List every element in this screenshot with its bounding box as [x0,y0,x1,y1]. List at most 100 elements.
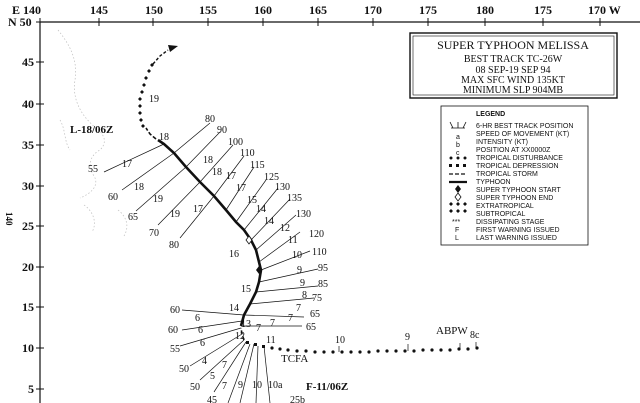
first-warning-symbol: F [455,227,459,234]
speed-label: 9 [238,380,243,391]
day-label: 13 [241,319,251,330]
lon-label: 170 [364,3,382,17]
super-typhoon-end-marker [245,235,253,245]
depression-symbol-icon [449,164,466,167]
speed-label: 10 [252,380,262,391]
track-arrow-icon [168,45,178,52]
legend-item: SUBTROPICAL [476,211,526,218]
left-edge-text: 140 [4,212,14,226]
speed-label: 50 [190,382,200,393]
speed-label: 60 [168,325,178,336]
speed-label: 60 [108,192,118,203]
lat-label: 15 [22,300,34,314]
box-line: MAX SFC WIND 135KT [461,75,565,86]
speed-label: 5 [210,371,215,382]
track-arrow-line [152,49,169,65]
box-line: 08 SEP-19 SEP 94 [476,65,551,76]
day-label: 19 [149,94,159,105]
legend-heading: LEGEND [476,111,505,118]
day-label: 8c [470,330,480,341]
weakening-segment [145,127,157,140]
day-label: 11 [266,335,276,346]
lat-label: 35 [22,138,34,152]
intensity-label: 125 [264,172,279,183]
lon-label: 170 W [588,3,621,17]
legend-item: SUPER TYPHOON END [476,195,553,202]
legend-item: FIRST WARNING ISSUED [476,227,560,234]
day-label: 10 [335,335,345,346]
subtropical-symbol-icon [449,209,467,213]
intensity-label: 135 [287,193,302,204]
intensity-label: 115 [250,160,265,171]
lon-label: 175 [534,3,552,17]
tcfa-label: TCFA [281,353,308,365]
intensity-label: 95 [318,263,328,274]
intensity-label: 65 [310,309,320,320]
longitude-axis: E 140 145 150 155 160 165 170 175 180 17… [12,3,621,26]
lat-label: 40 [22,97,34,111]
super-typhoon-end-icon [454,192,462,202]
storm-track [103,45,479,403]
lat-label: N 50 [8,15,32,29]
legend-item: POSITION AT XX0000Z [476,147,551,154]
day-label: 9 [405,332,410,343]
lon-label: 165 [309,3,327,17]
last-warning-symbol: L [455,235,459,242]
lat-label: 45 [22,55,34,69]
legend-item: DISSIPATING STAGE [476,219,545,226]
intensity-label: 18 [203,155,213,166]
intensity-label: 7 [288,313,293,324]
day-label: 17 [193,204,203,215]
intensity-label: 15 [247,195,257,206]
intensity-label: 7 [256,323,261,334]
intensity-label: 17 [236,183,246,194]
lat-label: 25 [22,219,34,233]
speed-ticks [103,143,271,403]
intensity-label: 8 [302,290,307,301]
intensity-label: 75 [312,293,322,304]
speed-label: 55 [88,164,98,175]
intensity-label: 85 [318,279,328,290]
intensity-label: 80 [205,114,215,125]
legend: LEGEND a b c *** F L [440,105,589,246]
legend-item: TYPHOON [476,179,511,186]
legend-item: SPEED OF MOVEMENT (KT) [476,131,569,138]
disturbance-symbol-icon [449,156,467,160]
title-box: SUPER TYPHOON MELISSA BEST TRACK TC-26W … [409,32,618,99]
disturbance-ticks [338,342,477,352]
intensity-label: 100 [228,137,243,148]
best-track-symbol-icon [449,121,467,129]
speed-label: 70 [149,228,159,239]
depression-track [246,341,265,348]
speed-label: 6 [198,325,203,336]
intensity-label: 7 [270,318,275,329]
speed-label: 60 [170,305,180,316]
lon-label: E 140 [12,3,41,17]
intensity-label: 14 [264,216,274,227]
speed-label: 7 [222,381,227,392]
speed-label: 7 [222,360,227,371]
intensity-label: 7 [296,303,301,314]
intensity-label: 130 [296,209,311,220]
lat-label: 10 [22,341,34,355]
speed-label: 4 [202,356,207,367]
speed-label: 17 [122,159,132,170]
box-line: MINIMUM SLP 904MB [463,85,564,96]
extratropical-track [138,63,154,128]
intensity-label: 90 [217,125,227,136]
day-label: 18 [159,132,169,143]
lon-label: 155 [199,3,217,17]
day-label: 10a [268,380,283,391]
intensity-label: 65 [306,322,316,333]
lon-label: 175 [419,3,437,17]
day-label: 14 [229,303,239,314]
lon-label: 150 [145,3,163,17]
super-typhoon-start-marker [256,266,262,274]
legend-item: INTENSITY (KT) [476,139,528,146]
intensity-label: 130 [275,182,290,193]
speed-label: 50 [179,364,189,375]
day-label: 15 [241,284,251,295]
legend-abc-mark: a [456,134,460,141]
intensity-label: 11 [288,235,298,246]
coastline [57,29,128,237]
